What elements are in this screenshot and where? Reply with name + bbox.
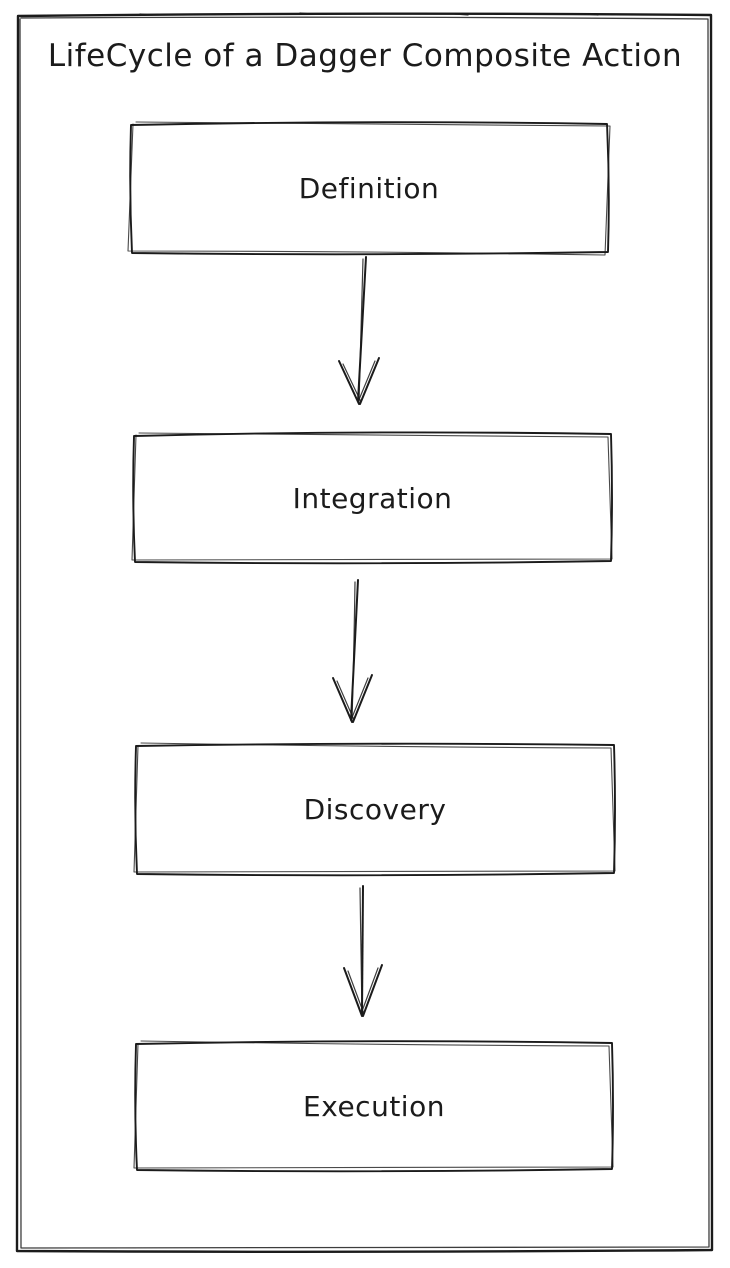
node-definition-label: Definition <box>298 171 440 205</box>
node-integration-label: Integration <box>292 481 453 515</box>
node-discovery-box <box>133 742 616 877</box>
arrow-discovery-execution <box>343 885 383 1017</box>
node-integration-box <box>131 431 613 565</box>
diagram-title: LifeCycle of a Dagger Composite Action <box>47 38 683 74</box>
node-definition-box <box>127 121 611 256</box>
node-discovery-label: Discovery <box>303 793 447 826</box>
node-execution-box <box>133 1040 614 1173</box>
node-execution-label: Execution <box>303 1090 445 1123</box>
arrow-integration-discovery <box>332 579 373 723</box>
arrow-definition-integration <box>338 256 380 405</box>
